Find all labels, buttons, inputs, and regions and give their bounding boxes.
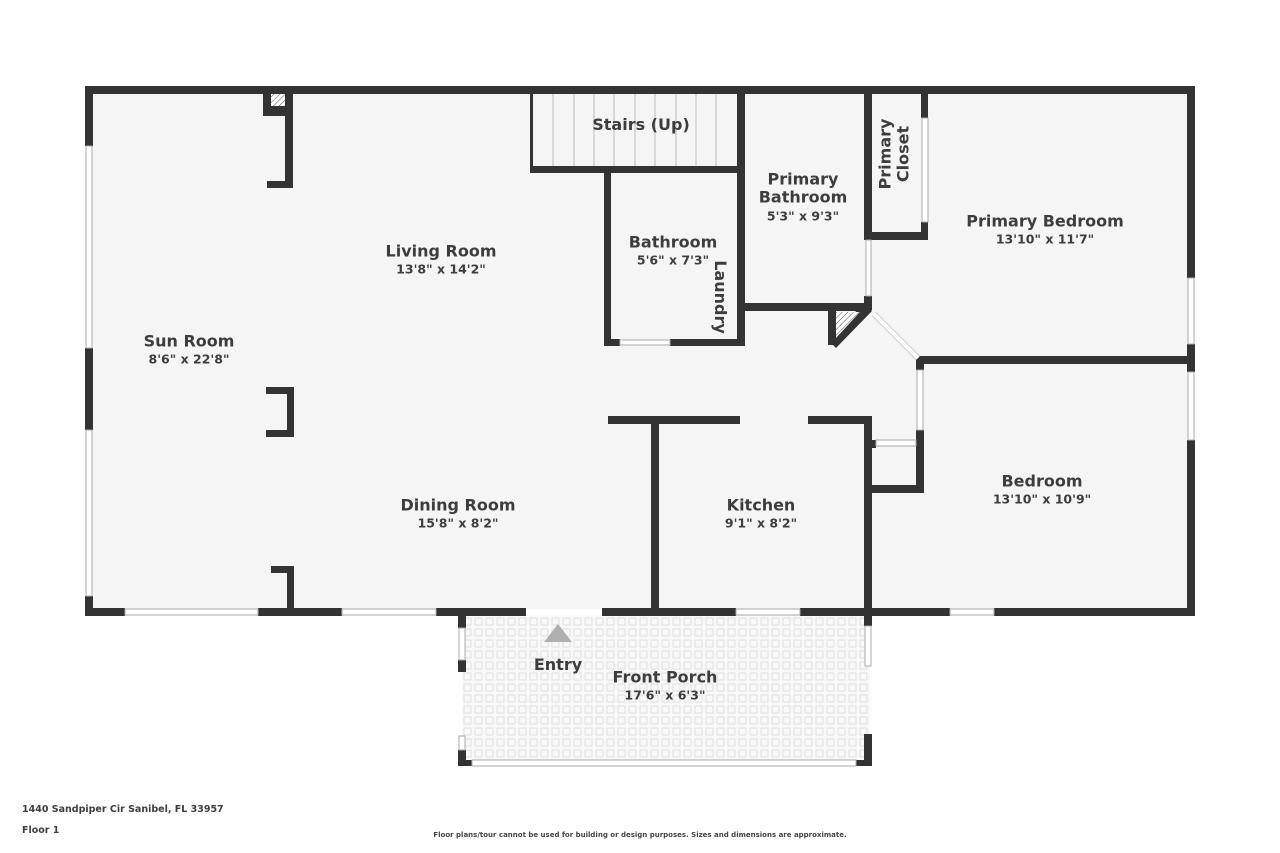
room-name-line2: Closet: [894, 125, 913, 183]
room-dimensions: 13'10" x 11'7": [995, 232, 1095, 248]
room-name: Stairs (Up): [592, 114, 690, 134]
room-front-porch: Front Porch 17'6" x 6'3": [612, 667, 718, 704]
room-name: Laundry: [711, 260, 731, 334]
hatch-closet: [836, 312, 860, 338]
windows: [85, 117, 1195, 767]
room-name-line2: Bathroom: [758, 187, 848, 207]
room-dimensions: 8'6" x 22'8": [148, 352, 230, 368]
room-dimensions: 17'6" x 6'3": [624, 688, 706, 704]
porch-floor: [462, 614, 870, 764]
room-dimensions: 5'6" x 7'3": [636, 253, 710, 269]
room-bedroom: Bedroom 13'10" x 10'9": [992, 471, 1092, 508]
room-name-line1: Primary: [875, 118, 895, 190]
room-dimensions: 9'1" x 8'2": [724, 516, 798, 532]
disclaimer: Floor plans/tour cannot be used for buil…: [433, 831, 847, 839]
room-bathroom: Bathroom 5'6" x 7'3": [628, 232, 718, 269]
room-name-line1: Primary: [767, 169, 839, 189]
room-name: Bedroom: [1001, 471, 1083, 491]
room-dining-room: Dining Room 15'8" x 8'2": [400, 495, 516, 532]
room-primary-bathroom: Primary Bathroom 5'3" x 9'3": [758, 169, 848, 224]
entry-arrow-icon: [544, 624, 572, 642]
room-primary-bedroom: Primary Bedroom 13'10" x 11'7": [966, 211, 1124, 248]
room-name: Kitchen: [726, 495, 796, 515]
room-name: Sun Room: [143, 331, 235, 351]
entry-opening: [526, 609, 602, 615]
room-name: Dining Room: [400, 495, 516, 515]
room-dimensions: 13'8" x 14'2": [396, 262, 486, 278]
property-address: 1440 Sandpiper Cir Sanibel, FL 33957: [22, 804, 224, 815]
room-sun-room: Sun Room 8'6" x 22'8": [143, 331, 235, 368]
stair-treads: [552, 93, 717, 166]
diagonal-wall: [828, 303, 872, 348]
room-dimensions: 15'8" x 8'2": [417, 516, 499, 532]
floor-label: Floor 1: [22, 825, 60, 836]
room-laundry: Laundry: [711, 260, 731, 334]
fireplace-hatch: [271, 94, 285, 106]
main-floor: [88, 90, 1192, 612]
room-entry: Entry: [533, 654, 583, 674]
room-dimensions: 5'3" x 9'3": [766, 208, 840, 224]
room-living-room: Living Room 13'8" x 14'2": [385, 241, 497, 278]
walls: [85, 86, 1195, 766]
room-name: Primary Bedroom: [966, 211, 1124, 231]
room-name: Front Porch: [612, 667, 718, 687]
room-primary-closet: Primary Closet: [875, 118, 914, 190]
room-name: Bathroom: [628, 232, 718, 252]
room-name: Living Room: [385, 241, 497, 261]
room-name: Entry: [533, 654, 583, 674]
room-kitchen: Kitchen 9'1" x 8'2": [724, 495, 798, 532]
room-dimensions: 13'10" x 10'9": [992, 492, 1092, 508]
room-stairs: Stairs (Up): [592, 114, 690, 134]
